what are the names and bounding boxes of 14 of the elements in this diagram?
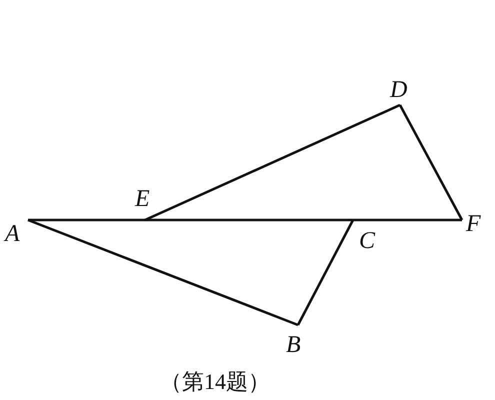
line-segment bbox=[145, 218, 353, 222]
line-segment bbox=[28, 218, 298, 326]
figure-caption: （第14题） bbox=[160, 370, 270, 394]
line-segment bbox=[296, 219, 354, 326]
line-segment bbox=[353, 218, 462, 222]
point-label: F bbox=[466, 212, 481, 236]
point-label: D bbox=[390, 78, 408, 102]
line-segment bbox=[28, 218, 145, 222]
point-label: E bbox=[135, 187, 150, 211]
point-label: B bbox=[286, 333, 301, 357]
point-label: C bbox=[359, 229, 376, 253]
line-segment bbox=[144, 104, 401, 222]
point-label: A bbox=[5, 222, 20, 246]
line-segment bbox=[398, 104, 464, 221]
